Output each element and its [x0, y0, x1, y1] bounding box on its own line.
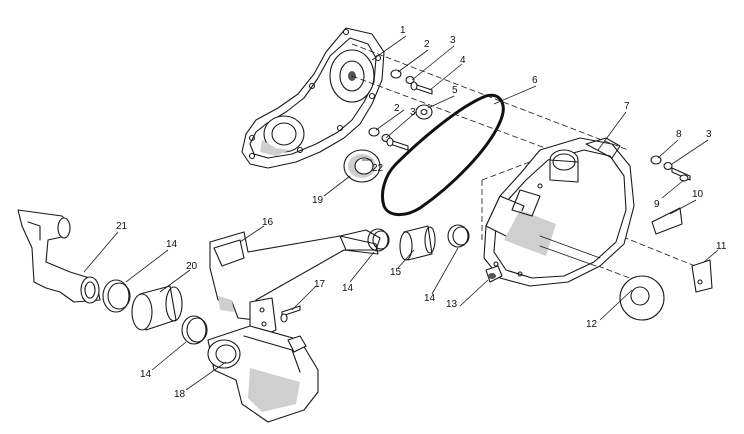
- callout-6: 6: [532, 75, 538, 86]
- callout-3-lower: 3: [410, 107, 416, 118]
- callout-14-b: 14: [342, 283, 354, 294]
- callout-11: 11: [716, 241, 727, 252]
- callout-12: 12: [586, 319, 598, 330]
- callout-3: 3: [450, 35, 456, 46]
- callout-1: 1: [400, 25, 406, 36]
- callout-7: 7: [624, 101, 630, 112]
- callout-15: 15: [390, 267, 402, 278]
- callout-18: 18: [174, 389, 186, 400]
- intake-snorkel: [17, 209, 101, 304]
- callout-2: 2: [424, 39, 430, 50]
- callout-8: 8: [676, 129, 682, 140]
- shaft-seal: [343, 149, 381, 183]
- duct-coupler: [399, 225, 436, 261]
- callout-14-c: 14: [140, 369, 152, 380]
- outlet-duct: [207, 325, 319, 423]
- callout-14-a: 14: [424, 293, 436, 304]
- bracket-part-11: [691, 259, 713, 293]
- callout-14-d: 14: [166, 239, 178, 250]
- callout-22: 22: [372, 163, 384, 174]
- callout-20: 20: [186, 261, 198, 272]
- callout-17: 17: [314, 279, 326, 290]
- callout-3-right: 3: [706, 129, 712, 140]
- callout-4: 4: [460, 55, 466, 66]
- duct-sleeve: [131, 285, 183, 331]
- screw-part-17: [280, 305, 301, 323]
- callout-16: 16: [262, 217, 274, 228]
- callout-21: 21: [116, 221, 128, 232]
- inner-cover-plate: [241, 27, 385, 169]
- plate-part-10: [651, 207, 683, 235]
- callout-19: 19: [312, 195, 324, 206]
- drive-belt: [381, 93, 505, 216]
- callout-10: 10: [692, 189, 704, 200]
- drain-plug: [485, 265, 503, 283]
- lower-fasteners: [368, 127, 409, 151]
- intake-duct: [209, 229, 381, 337]
- gasket-part-12: [619, 275, 665, 321]
- callout-9: 9: [654, 199, 660, 210]
- callout-13: 13: [446, 299, 458, 310]
- callout-2-lower: 2: [394, 103, 400, 114]
- leader-lines: [83, 35, 719, 391]
- callout-5: 5: [452, 85, 458, 96]
- outer-clutch-cover: [483, 137, 635, 287]
- hose-clamps: [102, 224, 470, 345]
- cover-fasteners: [650, 155, 691, 182]
